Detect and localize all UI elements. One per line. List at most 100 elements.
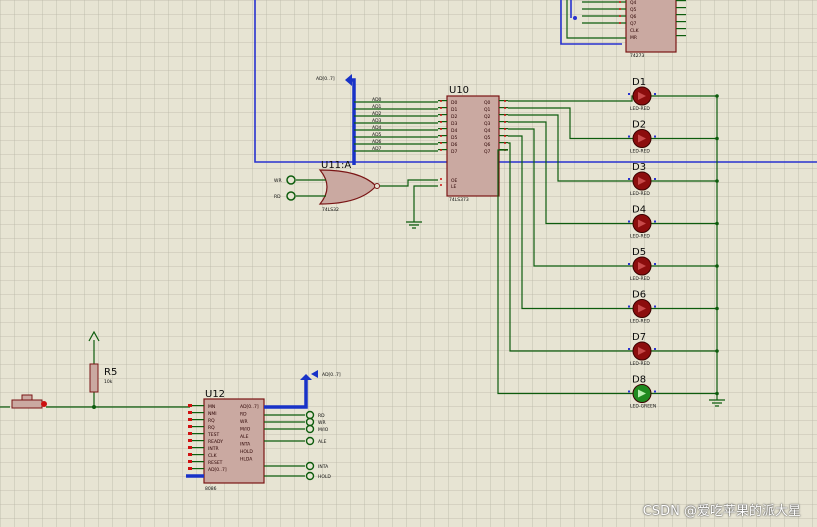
u12-left-pin: RQ — [208, 418, 215, 424]
u12-cpu-chip[interactable]: U12 8086 MNNMIRQRQTESTREADYINTRCLKRESETA… — [203, 389, 265, 492]
u12-left-pin-stubs — [188, 404, 204, 470]
led-part-label: LED-RED — [630, 149, 650, 155]
u12-terminal[interactable] — [305, 410, 315, 420]
ad-net-label: AD1 — [372, 104, 382, 110]
u12-right-pin: ALE — [240, 434, 249, 440]
u12-part: 8086 — [205, 486, 217, 492]
ad-net-label: AD3 — [372, 118, 382, 124]
rd-terminal-label: RD — [274, 194, 281, 200]
or-output-to-oe — [380, 179, 438, 187]
u12-terminal-label: RD — [318, 413, 325, 419]
u10-part: 74LS373 — [449, 197, 469, 203]
u12-right-pin: WR — [240, 419, 248, 425]
u10-input-pin: D2 — [451, 114, 457, 120]
u12-right-pin: HLDA — [240, 457, 253, 463]
led-label: D1 — [632, 77, 646, 88]
u12-terminal[interactable] — [305, 417, 315, 427]
u12-terminal-label: M/IO — [318, 427, 329, 433]
bus-arrow-top — [345, 74, 352, 86]
led-part-label: LED-RED — [630, 276, 650, 282]
u12-right-pin: RD — [240, 412, 247, 418]
u12-right-pin: HOLD — [240, 449, 253, 455]
u12-right-pin: M/IO — [240, 427, 251, 433]
u10-input-pin: D7 — [451, 149, 457, 155]
rd-terminal[interactable] — [286, 191, 296, 201]
u10-input-pin: D6 — [451, 142, 457, 148]
r5-resistor[interactable] — [89, 363, 99, 393]
led-label: D4 — [632, 205, 646, 216]
u10-label: U10 — [449, 85, 469, 96]
svg-text:74273: 74273 — [630, 53, 644, 59]
q-output-wires — [497, 94, 719, 396]
led-label: D6 — [632, 290, 646, 301]
blue-signal-line — [254, 0, 817, 163]
u10-input-pin: D1 — [451, 107, 457, 113]
led-part-label: LED-RED — [630, 234, 650, 240]
u11-or-gate[interactable]: U11:A 74LS32 — [318, 160, 380, 213]
led-part-label: LED-RED — [630, 191, 650, 197]
u12-terminal[interactable] — [305, 436, 315, 446]
ground-symbol-u10 — [406, 221, 422, 229]
ad-net-label: AD0 — [372, 97, 382, 103]
u12-left-pin: INTR — [208, 446, 219, 452]
u12-left-pin: AD[0..7] — [208, 467, 227, 473]
wr-terminal-label: WR — [274, 178, 282, 184]
ad-net-label: AD2 — [372, 111, 382, 117]
u11-label: U11:A — [321, 160, 351, 171]
led-label: D5 — [632, 247, 646, 258]
junction-dot — [92, 405, 96, 409]
u12-left-pin: NMI — [208, 411, 217, 417]
u12-terminal-label: HOLD — [318, 474, 331, 480]
ad-net-label: AD6 — [372, 139, 382, 145]
u12-left-pin: RESET — [208, 460, 223, 466]
u12-terminal[interactable] — [305, 424, 315, 434]
wr-terminal[interactable] — [286, 175, 296, 185]
ad-net-label: AD7 — [372, 146, 382, 152]
u10-output-pin: Q5 — [484, 135, 491, 141]
watermark: CSDN @爱吃苹果的派大星 — [642, 504, 801, 519]
u12-right-pin: AD[0..7] — [240, 404, 259, 410]
u12-terminal[interactable] — [305, 471, 315, 481]
u12-label: U12 — [205, 389, 225, 400]
ad-net-label: AD5 — [372, 132, 382, 138]
u10-input-pin: D0 — [451, 100, 457, 106]
led-label: D7 — [632, 332, 646, 343]
u12-left-pin: TEST — [207, 432, 219, 438]
led-column: D1LED-REDD2LED-REDD3LED-REDD4LED-REDD5LE… — [628, 77, 656, 410]
vcc-arrow — [88, 330, 100, 342]
u10-control-pin: OE — [451, 178, 458, 184]
le-to-ground — [413, 185, 438, 222]
u10-input-pin: D5 — [451, 135, 457, 141]
top-chip-pin: Q7 — [630, 21, 637, 27]
top-chip-blue-line — [560, 0, 622, 45]
top-chip-input-wires — [566, 0, 626, 39]
u12-terminal[interactable] — [305, 461, 315, 471]
top-chip-pin: Q5 — [630, 7, 637, 13]
u12-left-pin: RQ — [208, 425, 215, 431]
u10-output-pin: Q1 — [484, 107, 491, 113]
led-label: D8 — [632, 375, 646, 386]
u12-terminal-label: INTA — [318, 464, 329, 470]
u12-left-pin: MN — [208, 404, 215, 410]
u12-right-pin: INTA — [240, 442, 251, 448]
bus-arrow-u12 — [300, 374, 312, 380]
reset-button[interactable] — [11, 394, 47, 409]
u10-control-pin: LE — [451, 184, 457, 190]
u10-output-pin: Q3 — [484, 121, 491, 127]
top-chip-pin: CLK — [630, 28, 640, 34]
u12-ad-bus — [264, 376, 308, 409]
bus-arrow-u12-label — [311, 370, 318, 378]
led-part-label: LED-GREEN — [630, 404, 656, 410]
